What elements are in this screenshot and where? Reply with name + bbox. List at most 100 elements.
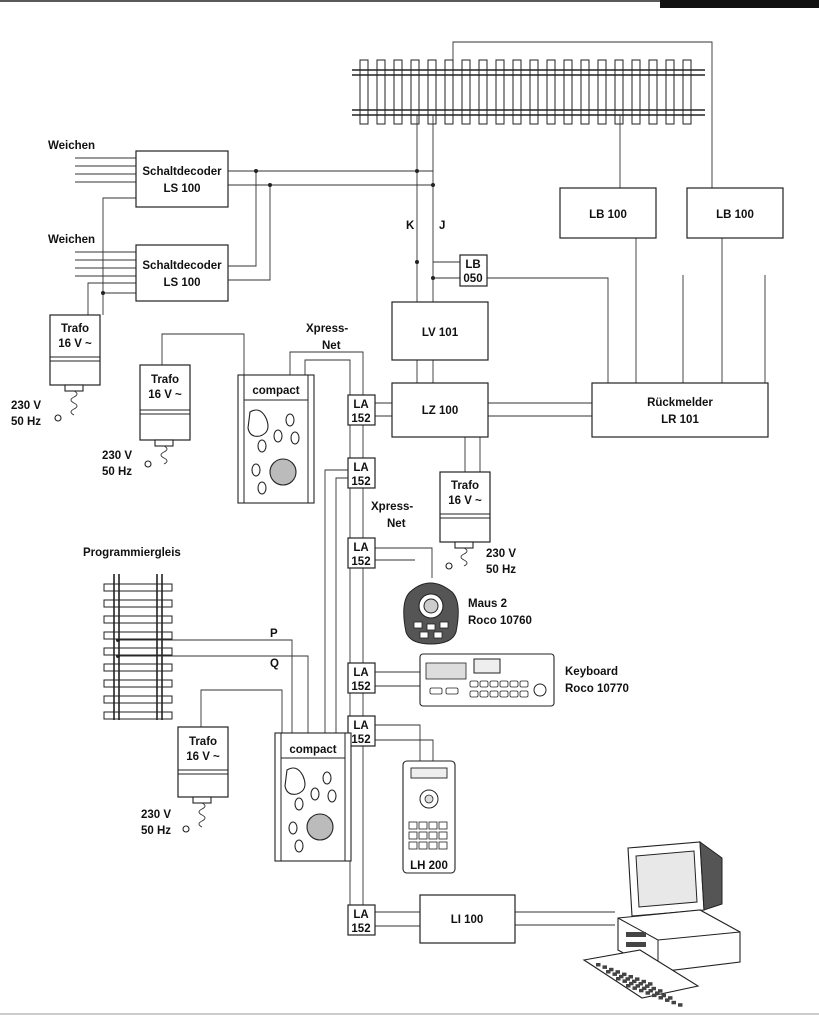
la152-5-model: 152 (351, 734, 370, 746)
trafo-2-mains-frequency: 50 Hz (102, 466, 132, 478)
track-tie-11 (546, 59, 556, 125)
j-line-label: J (439, 220, 445, 232)
pc-computer (582, 840, 741, 1007)
keyboard-key-7 (479, 690, 489, 698)
pc-key-8 (648, 982, 653, 986)
rueckmelder-label: Rückmelder (647, 397, 713, 409)
k-line-label: K (406, 220, 415, 232)
lh200-key-1 (418, 821, 428, 830)
pc-key-21 (635, 984, 640, 988)
lh200-key-0 (408, 821, 418, 830)
track-tie-17 (648, 59, 658, 125)
trafo-2-label: Trafo (151, 374, 179, 386)
la152-1-label: LA (353, 399, 368, 411)
track-tie-9 (512, 59, 522, 125)
pc-key-14 (638, 982, 643, 986)
la152-4-label: LA (353, 667, 368, 679)
schaltdecoder-2-model: LS 100 (163, 277, 200, 289)
lb050-label: LB (465, 259, 480, 271)
la152-5: LA 152 (347, 715, 376, 747)
pc-key-22 (642, 986, 647, 991)
la152-2-label: LA (353, 462, 368, 474)
trafo-4: Trafo 16 V ~ 230 V 50 Hz (141, 726, 229, 837)
li100: LI 100 (419, 894, 516, 944)
trafo-3-mains-frequency: 50 Hz (486, 564, 516, 576)
track-tie-18 (665, 59, 675, 125)
schaltdecoder-2: Schaltdecoder LS 100 (135, 244, 229, 302)
prog-track-tie-3 (103, 631, 173, 640)
track-tie-2 (393, 59, 403, 125)
keyboard-key-8 (489, 690, 499, 698)
prog-track-tie-7 (103, 695, 173, 704)
lh200-key-4 (408, 831, 418, 840)
la152-3-model: 152 (351, 556, 370, 568)
keyboard-key-1 (479, 680, 489, 688)
la152-4: LA 152 (347, 662, 376, 694)
la152-1: LA 152 (347, 394, 376, 426)
maus2-label: Maus 2 (468, 598, 507, 610)
la152-6: LA 152 (347, 904, 376, 936)
trafo-1-mains-frequency: 50 Hz (11, 416, 41, 428)
pc-key-2 (609, 967, 614, 972)
pc-key-11 (619, 974, 624, 979)
keyboard-key-0 (469, 680, 479, 688)
keyboard-label: Keyboard (565, 666, 618, 678)
prog-track-tie-6 (103, 679, 173, 688)
track-tie-5 (444, 59, 454, 125)
trafo-1: Trafo 16 V ~ 230 V 50 Hz (11, 314, 101, 428)
track-tie-8 (495, 59, 505, 125)
programmiergleis-label: Programmiergleis (83, 547, 181, 559)
lb050-model: 050 (463, 273, 482, 285)
la152-6-label: LA (353, 909, 368, 921)
compact-2-label: compact (289, 744, 336, 756)
main-track (352, 59, 705, 125)
p-line-label: P (270, 628, 278, 640)
schaltdecoder-1-model: LS 100 (163, 183, 200, 195)
trafo-1-rating: 16 V ~ (58, 338, 92, 350)
lh200-key-10 (428, 841, 438, 850)
track-tie-10 (529, 59, 539, 125)
pc-key-30 (645, 991, 650, 995)
la152-2: LA 152 (347, 457, 376, 489)
pc-key-3 (615, 970, 620, 974)
lh200-key-5 (418, 831, 428, 840)
lz100: LZ 100 (391, 382, 489, 438)
track-tie-4 (427, 59, 437, 125)
pc-key-6 (635, 977, 640, 981)
compact-1-label: compact (252, 385, 299, 397)
trafo-4-rating: 16 V ~ (186, 751, 220, 763)
compact-2: compact (274, 732, 352, 862)
schaltdecoder-2-label: Schaltdecoder (142, 260, 222, 272)
track-tie-16 (631, 59, 641, 125)
track-tie-1 (376, 59, 386, 125)
pc-key-26 (668, 996, 673, 1000)
lb100-1: LB 100 (559, 187, 657, 239)
keyboard-key-2 (489, 680, 499, 688)
trafo-1-label: Trafo (61, 323, 89, 335)
trafo-4-mains-frequency: 50 Hz (141, 825, 171, 837)
rueckmelder-model: LR 101 (661, 414, 699, 426)
track-tie-13 (580, 59, 590, 125)
pc-key-32 (658, 996, 663, 1000)
weichen-1-label: Weichen (48, 140, 95, 152)
pc-key-4 (622, 972, 627, 977)
pc-key-7 (641, 979, 646, 984)
keyboard-model: Roco 10770 (565, 683, 629, 695)
pc-key-31 (652, 993, 657, 998)
keyboard-key-13 (445, 687, 459, 695)
lb100-2: LB 100 (686, 187, 784, 239)
xpressnet-1-label-2: Net (322, 340, 341, 352)
weichen-2-label: Weichen (48, 234, 95, 246)
pc-key-17 (658, 989, 663, 993)
keyboard-key-11 (519, 690, 529, 698)
prog-track-tie-4 (103, 647, 173, 656)
prog-track-tie-2 (103, 615, 173, 624)
keyboard-key-12 (429, 687, 443, 695)
pc-key-16 (651, 986, 656, 991)
la152-5-label: LA (353, 720, 368, 732)
track-tie-14 (597, 59, 607, 125)
keyboard-key-3 (499, 680, 509, 688)
keyboard-key-9 (499, 690, 509, 698)
pc-key-12 (625, 977, 630, 981)
